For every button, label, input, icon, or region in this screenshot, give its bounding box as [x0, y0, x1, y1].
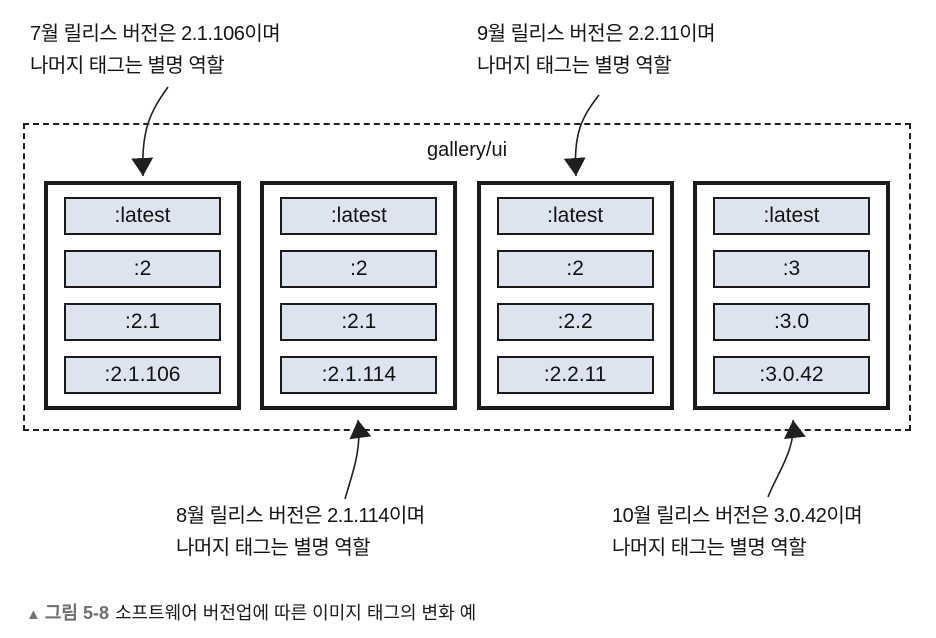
tag-pill: :3	[712, 250, 870, 288]
caption-triangle-icon: ▲	[26, 606, 41, 623]
tag-pill: :2.1	[64, 303, 221, 341]
annotation-september: 9월 릴리스 버전은 2.2.11이며 나머지 태그는 별명 역할	[477, 18, 716, 82]
tag-pill: :2.1.114	[280, 356, 438, 394]
tag-pill: :3.0	[712, 303, 870, 341]
tag-pill: :2.2	[496, 303, 654, 341]
tag-pill: :2.1.106	[64, 356, 221, 394]
annotation-october: 10월 릴리스 버전은 3.0.42이며 나머지 태그는 별명 역할	[612, 500, 863, 564]
figure-caption: ▲그림 5-8 소프트웨어 버전업에 따른 이미지 태그의 변화 예	[26, 599, 476, 625]
tag-pill: :latest	[64, 197, 221, 235]
tag-pill: :2.2.11	[496, 356, 654, 394]
caption-figure-number: 그림 5-8	[44, 603, 109, 623]
arrow-up-icon	[344, 419, 372, 500]
annotation-july-line2: 나머지 태그는 별명 역할	[30, 55, 225, 77]
annotation-october-line1: 10월 릴리스 버전은 3.0.42이며	[612, 505, 863, 527]
annotation-august: 8월 릴리스 버전은 2.1.114이며 나머지 태그는 별명 역할	[176, 500, 425, 564]
registry-name: gallery/ui	[426, 139, 508, 161]
tag-group-4: :latest :3 :3.0 :3.0.42	[692, 181, 890, 410]
registry-box: gallery/ui :latest :2 :2.1 :2.1.106 :lat…	[23, 123, 911, 431]
annotation-october-line2: 나머지 태그는 별명 역할	[612, 537, 807, 559]
tag-pill: :2.1	[280, 303, 438, 341]
tag-pill: :latest	[712, 197, 870, 235]
arrow-up-icon	[767, 419, 806, 498]
tag-pill: :2	[64, 250, 221, 288]
tag-pill: :3.0.42	[712, 356, 870, 394]
tag-pill: :2	[280, 250, 438, 288]
tag-group-2: :latest :2 :2.1 :2.1.114	[260, 181, 458, 410]
annotation-august-line1: 8월 릴리스 버전은 2.1.114이며	[176, 505, 425, 527]
tag-groups-row: :latest :2 :2.1 :2.1.106 :latest :2 :2.1…	[44, 181, 890, 410]
annotation-july-line1: 7월 릴리스 버전은 2.1.106이며	[30, 23, 281, 45]
tag-group-3: :latest :2 :2.2 :2.2.11	[476, 181, 674, 410]
caption-text: 소프트웨어 버전업에 따른 이미지 태그의 변화 예	[115, 603, 477, 623]
tag-group-1: :latest :2 :2.1 :2.1.106	[44, 181, 241, 410]
annotation-august-line2: 나머지 태그는 별명 역할	[176, 537, 371, 559]
annotation-july: 7월 릴리스 버전은 2.1.106이며 나머지 태그는 별명 역할	[30, 18, 281, 82]
tag-pill: :latest	[280, 197, 438, 235]
annotation-september-line2: 나머지 태그는 별명 역할	[477, 55, 672, 77]
annotation-september-line1: 9월 릴리스 버전은 2.2.11이며	[477, 23, 716, 45]
tag-pill: :latest	[496, 197, 654, 235]
tag-pill: :2	[496, 250, 654, 288]
